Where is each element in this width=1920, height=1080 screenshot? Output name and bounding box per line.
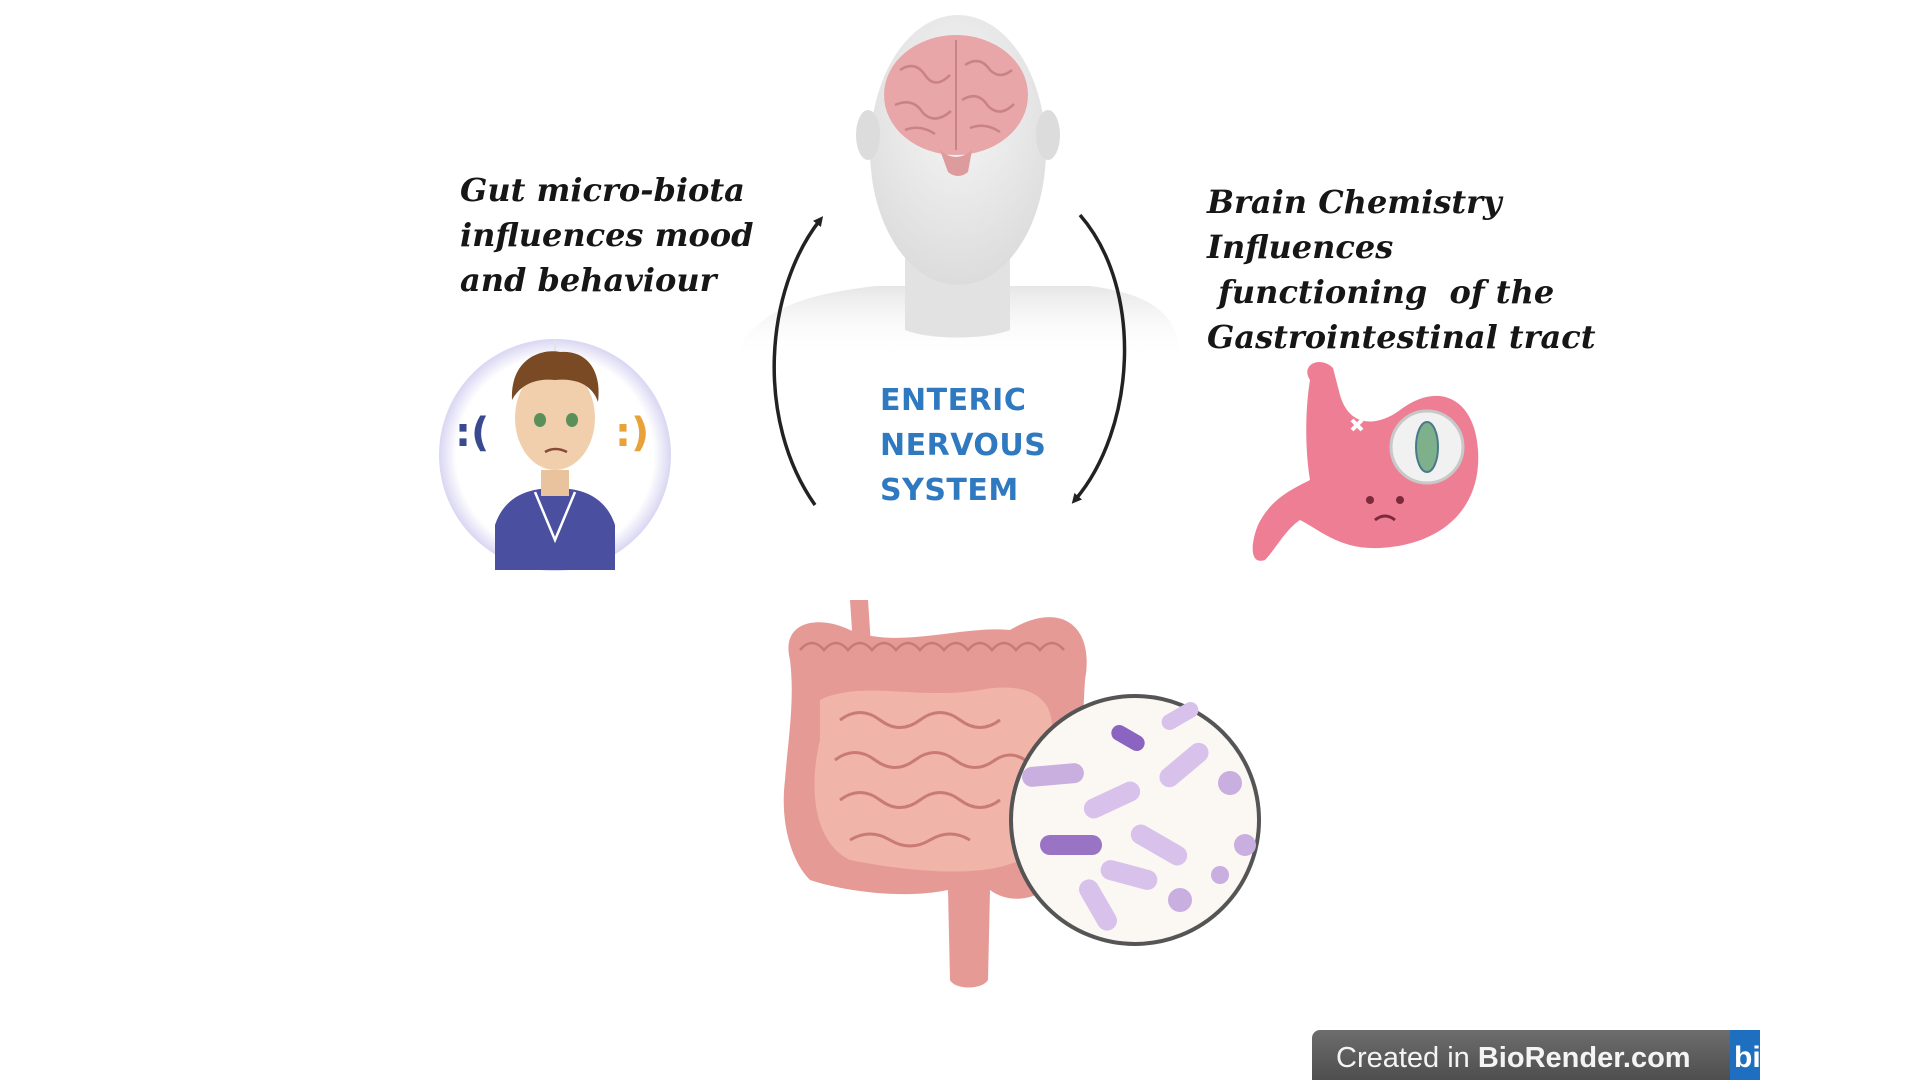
happy-emoticon: :) — [615, 410, 649, 456]
biorender-logo: bi — [1730, 1030, 1760, 1080]
bacterium — [1130, 824, 1188, 866]
left-caption: Gut micro-biota influences mood and beha… — [460, 168, 754, 303]
bacterium — [1079, 879, 1117, 931]
bacterium — [1218, 771, 1242, 795]
bacterium — [1234, 834, 1256, 856]
arrow-gut-to-brain — [772, 216, 824, 507]
enteric-nervous-system-label: ENTERIC NERVOUS SYSTEM — [880, 378, 1046, 513]
mood-person-illustration: :( :) — [439, 339, 671, 571]
stomach-illustration — [1252, 361, 1479, 561]
left-caption-line: Gut micro-biota — [460, 171, 745, 209]
biorender-watermark: Created in BioRender.com bi — [1312, 1030, 1760, 1080]
ens-label-line: ENTERIC — [880, 383, 1027, 418]
watermark-brand: BioRender.com — [1477, 1042, 1691, 1074]
left-caption-line: and behaviour — [460, 261, 717, 299]
ens-label-line: NERVOUS — [880, 428, 1047, 463]
arrow-brain-to-gut — [1071, 213, 1127, 504]
right-caption-line: Influences — [1207, 228, 1394, 266]
bacterium — [1111, 725, 1145, 751]
bacterium — [1040, 835, 1102, 855]
right-caption: Brain Chemistry Influences functioning o… — [1207, 180, 1596, 360]
intestines-illustration — [783, 600, 1087, 988]
brain-icon — [884, 35, 1028, 176]
right-caption-line: Brain Chemistry — [1207, 183, 1502, 221]
bacterium — [1161, 702, 1199, 730]
left-caption-line: influences mood — [460, 216, 754, 254]
bacterium — [1022, 763, 1084, 787]
sad-emoticon: :( — [455, 410, 489, 456]
bacterium — [1211, 866, 1229, 884]
bacterium — [1168, 888, 1192, 912]
bacterium — [1100, 860, 1158, 890]
ens-label-line: SYSTEM — [880, 473, 1019, 508]
watermark-prefix: Created in — [1336, 1042, 1478, 1074]
bacterium — [1159, 742, 1209, 788]
right-caption-line: functioning of the — [1207, 273, 1555, 311]
bacterium — [1083, 781, 1141, 819]
gut-bacteria-magnifier — [1009, 694, 1261, 946]
right-caption-line: Gastrointestinal tract — [1207, 318, 1596, 356]
watermark-text: Created in BioRender.com — [1336, 1042, 1691, 1075]
